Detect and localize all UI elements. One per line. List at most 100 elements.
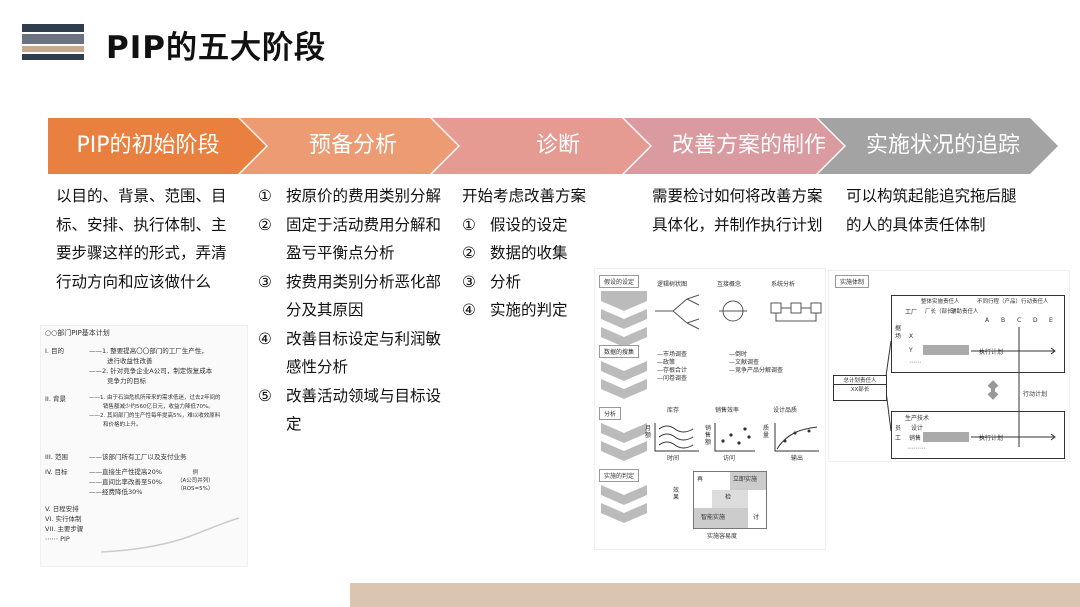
diag-item: —市场调查 <box>657 351 688 358</box>
plan-line: ——经费降低30% <box>89 488 143 496</box>
item-number: ② <box>258 215 272 234</box>
plan-row-label: III. 范围 <box>45 453 68 461</box>
diag-item: 销售额 <box>705 425 712 446</box>
logo-bar-dark-2 <box>22 54 84 60</box>
matrix-cell <box>712 490 748 508</box>
matrix-label: 立即实施 <box>733 476 758 483</box>
matrix-cell <box>730 472 766 490</box>
matrix-label: 讨 <box>753 514 760 521</box>
logo-bars <box>22 24 84 62</box>
table-row-label: 设计 <box>911 425 924 432</box>
diagnosis-image: 假设的设定 逻辑树状图 互接概念 系统分析 数据的搜集 —市场调查 —政策 —存… <box>594 268 826 550</box>
item-number: ④ <box>462 301 476 319</box>
diag-row-label: 假设的设定 <box>599 275 640 288</box>
stage-label-5: 实施状况的追踪 <box>865 133 1020 158</box>
exec-label: 执行计划 <box>979 349 1004 356</box>
plan-line: ——1. 由于石油危机所带来的需求低迷，过去2年间的 <box>89 395 221 401</box>
stage1-line: 行动方向和应该做什么 <box>56 272 212 291</box>
table-row-label: 场 <box>895 333 902 340</box>
logo-bar-dark <box>22 24 84 32</box>
stage4-description: 需要检讨如何将改善方案 具体化，并制作执行计划 <box>652 182 842 239</box>
diag-chevron-stack <box>601 361 647 399</box>
stage5-line: 的人的具体责任体制 <box>846 215 986 234</box>
diag-item: 输出 <box>791 455 804 462</box>
responsible-name: XX部长 <box>834 384 886 393</box>
diag-item: —竞争产品分解调查 <box>729 367 784 374</box>
diag-item: —存根合计 <box>657 367 688 374</box>
item-text: 实施的判定 <box>490 301 568 319</box>
item-number: ① <box>258 187 272 205</box>
table-header: B <box>1001 317 1006 324</box>
stage3-item: ② 数据的收集 <box>462 239 612 268</box>
diag-item: —政策 <box>657 359 676 366</box>
plan-line: 销售额减少约560亿日元，收益力降低70%。 <box>103 404 214 410</box>
stage4-line: 需要检讨如何将改善方案 <box>652 187 823 205</box>
item-text: 定 <box>286 415 302 433</box>
plan-line: ——该部门所有工厂以及支付业务 <box>89 453 187 461</box>
stage1-line: 标、安排、执行体制、主 <box>56 215 227 234</box>
item-number: ② <box>462 244 476 262</box>
system-lower-table <box>891 411 1065 459</box>
logo-bar-light <box>22 46 84 52</box>
plan-row-lines: ——1. 由于石油危机所带来的需求低迷，过去2年间的 销售额减少约560亿日元，… <box>89 394 247 430</box>
stage1-description: 以目的、背景、范围、目 标、安排、执行体制、主 要步骤这样的形式，弄清 行动方向… <box>56 182 246 296</box>
action-label: 行动计划 <box>1023 391 1048 398</box>
table-row-label: 销售 <box>909 435 922 442</box>
diag-item: 逻辑树状图 <box>657 281 688 288</box>
plan-heading: ○○部门PIP基本计划 <box>45 329 110 337</box>
stage3-intro: 开始考虑改善方案 <box>462 187 587 205</box>
chevron-stage-1 <box>48 118 266 174</box>
plan-line: 和价格的上升。 <box>103 422 142 428</box>
plan-line: 竞争力的目标 <box>107 377 146 385</box>
diag-item: —文献调查 <box>729 359 760 366</box>
item-text: 感性分析 <box>286 358 349 376</box>
item-text: 固定于活动费用分解和 <box>286 215 442 234</box>
item-number: ③ <box>462 272 476 291</box>
plan-tail: V. 日程安排 VI. 实行体制 VII. 主要步骤 ⋯⋯ PIP <box>45 504 135 544</box>
page-title: PIP的五大阶段 <box>106 30 326 66</box>
note-line: 例 <box>192 470 199 476</box>
diag-item: 销售效率 <box>715 407 740 414</box>
table-row-label: 工厂 <box>905 309 918 316</box>
diag-item: 质量 <box>763 425 770 439</box>
diag-item: —倒时 <box>729 351 748 358</box>
exec-label: 执行计划 <box>979 435 1004 442</box>
stage-label-3: 诊断 <box>535 133 580 158</box>
item-number: ① <box>462 215 476 234</box>
plan-row-label: I. 目的 <box>45 347 65 355</box>
table-row-label: 据 <box>895 325 902 332</box>
matrix-label: 再 <box>697 476 704 483</box>
item-text: 数据的收集 <box>490 244 568 262</box>
table-row-label: ⋯⋯⋯ <box>907 445 925 452</box>
chevron-shapes <box>48 118 1058 174</box>
stage3-item: ③ 分析 <box>462 268 612 297</box>
plan-line: ——直接生产性提高20% <box>89 468 162 476</box>
matrix-label: 检 <box>725 494 732 501</box>
stage1-line: 以目的、背景、范围、目 <box>56 187 227 205</box>
table-header: 整体实施责任人 <box>921 299 960 305</box>
plan-line: ——2. 其间部门的生产性每年提高5%，难以收效原料 <box>89 413 221 419</box>
diag-item: 访问 <box>723 455 736 462</box>
diag-row-label: 实施的判定 <box>599 469 640 482</box>
diag-item: 库存 <box>667 407 680 414</box>
diag-collect-right: —倒时 —文献调查 —竞争产品分解调查 <box>729 351 783 375</box>
stage5-line: 可以构筑起能追究拖后腿 <box>846 187 1017 205</box>
process-chevrons: PIP的初始阶段 预备分析 诊断 改善方案的制作 实施状况的追踪 <box>48 118 1058 174</box>
item-text: 分析 <box>490 272 522 291</box>
diag-chevron-stack <box>601 291 647 347</box>
diag-item: —问卷调查 <box>657 375 688 382</box>
stage-label-1: PIP的初始阶段 <box>76 133 220 158</box>
table-row-label: 员 <box>895 425 902 432</box>
plan-row-scope: III. 范围 ——该部门所有工厂以及支付业务 <box>45 452 245 462</box>
chevron-stage-3 <box>432 118 650 174</box>
stage-label-4: 改善方案的制作 <box>671 133 826 158</box>
responsible-title: 总计划责任人 <box>843 378 877 384</box>
diag-item: 月额 <box>645 425 652 439</box>
diag-row-label: 数据的搜集 <box>599 345 640 358</box>
